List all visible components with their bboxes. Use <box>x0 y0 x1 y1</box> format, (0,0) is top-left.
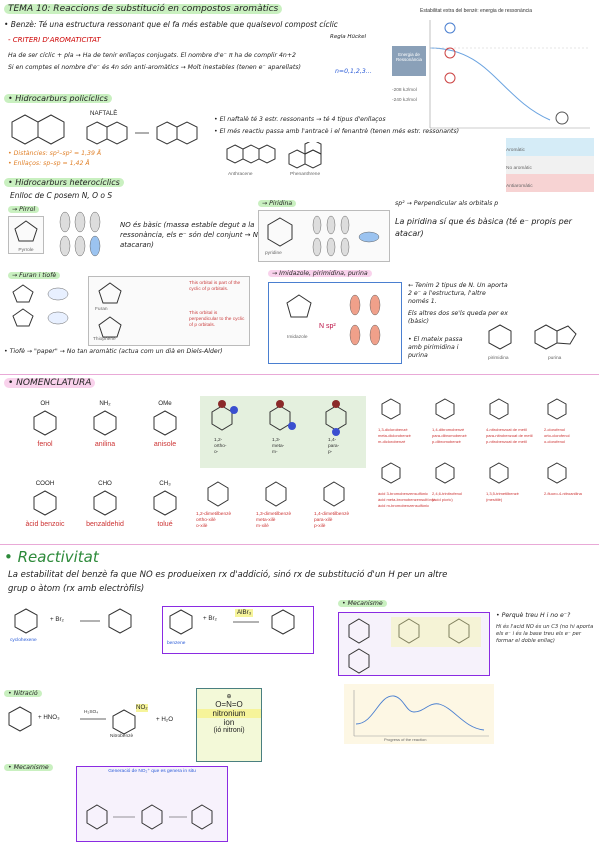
mecanisme-note-2: Hi és l'acid NO és un C3 (no hi aporta e… <box>496 624 594 644</box>
cyclohexene-reaction: cyclohexene + Br₂ <box>10 606 150 650</box>
dist-note-2: • Enllaços: sp–sp = 1,42 Å <box>8 160 90 167</box>
divider <box>0 544 599 545</box>
benzene-reaction: benzene + Br₂ AlBr₃ <box>162 606 314 654</box>
mecanisme-note-1: • Perquè treu H i no e⁻? <box>496 612 571 619</box>
mecanisme-heading-2: • Mecanisme <box>4 764 53 772</box>
nitration-reaction: + HNO₃ H₂SO₄ NO₂ + H₂O Nitrobenzè <box>6 704 192 742</box>
common-names-grid: OH fenol NH₂ anilina OMe anisole COOH àc… <box>20 400 190 540</box>
imidazole-note-3: • El mateix passa amb pirimidina i purin… <box>408 336 463 359</box>
naftale-note-1: • El naftalè té 3 estr. ressonants → té … <box>214 116 386 123</box>
hetero-note: Enlloc de C posem N, O o S <box>10 191 113 200</box>
purine-label: purina <box>548 356 562 361</box>
table-row: No aromàtic <box>506 156 594 174</box>
divider <box>0 374 599 375</box>
list-item: 1,3,5-trimetilbenzè (mesitilè) <box>486 460 542 503</box>
list-item: COOH àcid benzoic <box>25 480 65 528</box>
reactivitat-line-2: grup o àtom (rx amb electròfils) <box>8 584 145 594</box>
list-item: OH fenol <box>20 400 70 448</box>
nitracio-heading: • Nitració <box>4 690 42 698</box>
mechanism-image-1 <box>338 612 490 676</box>
hidrocarburs-heading: • Hidrocarburs policíclics <box>4 94 112 103</box>
huckel-note: Regla Hückel <box>330 34 367 40</box>
imidazole-note-2: Els altres dos se'ls queda per ex (bàsic… <box>408 310 508 325</box>
energy-level-1: -208 kJ/mol <box>392 88 417 93</box>
list-item: CHO benzaldehid <box>86 480 124 528</box>
benzene-line: • Benzè: Té una estructura ressonant que… <box>4 20 338 29</box>
dist-note-1: • Distàncies: sp²–sp² = 1,39 Å <box>8 150 102 157</box>
naftale-label: NAFTALÈ <box>90 110 118 117</box>
naphthalene-structure <box>11 114 65 145</box>
list-item: NH₂ anilina <box>93 400 117 448</box>
pyrimidine-purine-structures <box>488 324 577 350</box>
energy-level-2: -240 kJ/mol <box>392 98 417 103</box>
list-item: 2-fluoro-4-nitroanilina <box>544 460 596 497</box>
pyrrole-orbitals <box>59 211 101 257</box>
imidazole-note-1: ← Tenim 2 tipus de N. Un aporta 2 e⁻ a l… <box>408 282 508 305</box>
position-meta: 1,3- meta- m- <box>272 438 285 455</box>
chart-legend-box: Energia de Ressonància <box>392 46 426 76</box>
nitronium-box: ⊕ O=N=O nitronium ion (ió nitroni) <box>196 688 262 762</box>
n-values: n=0,1,2,3… <box>335 68 372 75</box>
rule-line-1: Ha de ser cíclic + pla → Ha de tenir enl… <box>8 52 296 59</box>
pirrol-note: NO és bàsic (massa estable degut a la re… <box>120 221 263 249</box>
nomenclature-examples: 1,3-diclorobenzè meta-diclorobenzè m-dic… <box>378 396 596 536</box>
list-item: 4-nitrobenzoat de metil para-nitrobenzoa… <box>486 396 542 445</box>
polycyclic-structures <box>226 142 322 169</box>
position-para: 1,4- para- p- <box>328 438 340 455</box>
phenanthrene-label: Phenanthrene <box>290 172 321 177</box>
list-item: 1,4-dibromobenzè para-dibromobenzè p-dib… <box>432 396 486 445</box>
furan-thiophene-structures <box>12 284 69 327</box>
criteri-heading: - CRITERI D'AROMATICITAT <box>8 36 101 44</box>
list-item: CH₃ tolué <box>140 480 190 528</box>
piridina-heading: → Piridina <box>258 200 297 208</box>
dimethyl-2: 1,3-dimetilbenzè meta-xilè m-xilè <box>256 512 292 529</box>
mechanism-image-2: Generació de NO₂⁺ que es genera in situ <box>76 766 228 842</box>
pirrol-heading: → Pirrol <box>8 206 40 214</box>
furan-heading: → Furan i tiofè <box>8 272 61 280</box>
energy-diagram: Progress of the reaction <box>344 684 494 744</box>
reactivitat-heading: • Reactivitat <box>4 548 99 566</box>
piridina-note: La piridina sí que és bàsica (té e⁻ prop… <box>395 217 572 238</box>
list-item: 1,3-diclorobenzè meta-diclorobenzè m-dic… <box>378 396 432 445</box>
pyridine-image: pyridine <box>258 210 390 262</box>
pyrrole-image: Pyrrole <box>8 216 44 254</box>
imidazole-heading: → Imidazole, pirimidina, purina <box>268 270 372 278</box>
position-box: 1,2- ortho- o- 1,3- meta- m- 1,4- para- … <box>200 396 366 468</box>
naftale-note-2: • El més reactiu passa amb l'antracè i e… <box>214 128 460 135</box>
piridina-sp2: sp² → Perpendicular als orbitals p <box>395 200 499 207</box>
imidazole-image: Imidazole N sp² <box>268 282 402 364</box>
tiofe-note: • Tiofè → "paper" → No tan aromàtic (act… <box>4 348 223 355</box>
table-row: Aromàtic <box>506 138 594 156</box>
list-item: OMe anisole <box>153 400 177 448</box>
resonance-chart-plot <box>429 20 590 129</box>
position-ortho: 1,2- ortho- o- <box>214 438 227 455</box>
mecanisme-heading-1: • Mecanisme <box>338 600 387 608</box>
hetero-heading: • Hidrocarburs heterocíclics <box>4 178 124 187</box>
rule-line-2: Si en comptes el nombre d'e⁻ és 4n són a… <box>8 64 301 71</box>
pyrimidine-label: pirimidina <box>488 356 509 361</box>
dimethyl-1: 1,2-dimetilbenzè ortho-xilè o-xilè <box>196 512 232 529</box>
aromaticity-table: Aromàtic No aromàtic Antiaromàtic <box>506 138 594 192</box>
nomenclatura-heading: • NOMENCLATURA <box>4 378 96 388</box>
list-item: 2-clorofenol orto-clorofenol o-clorofeno… <box>544 396 596 445</box>
xylenes: 1,2-dimetilbenzè ortho-xilè o-xilè 1,3-d… <box>196 478 366 538</box>
anthracene-label: Anthracene <box>228 172 253 177</box>
reactivitat-line-1: La estabilitat del benzè fa que NO es pr… <box>8 570 448 580</box>
page-title: TEMA 10: Reaccions de substitució en com… <box>4 4 283 14</box>
resonance-chart: Estabilitat extra del benzè: energia de … <box>390 8 595 136</box>
table-row: Antiaromàtic <box>506 174 594 192</box>
list-item: 2,4,6-trinitrofenol (àcid pícric) <box>432 460 486 503</box>
list-item: àcid 3-bromobenzensulfònic àcid meta-bro… <box>378 460 435 509</box>
dimethyl-3: 1,4-dimetilbenzè para-xilè p-xilè <box>314 512 350 529</box>
naphthalene-resonance <box>86 121 198 145</box>
chart-title: Estabilitat extra del benzè: energia de … <box>420 8 533 14</box>
furan-image: Furan Thiophene This orbital is part of … <box>88 276 250 346</box>
